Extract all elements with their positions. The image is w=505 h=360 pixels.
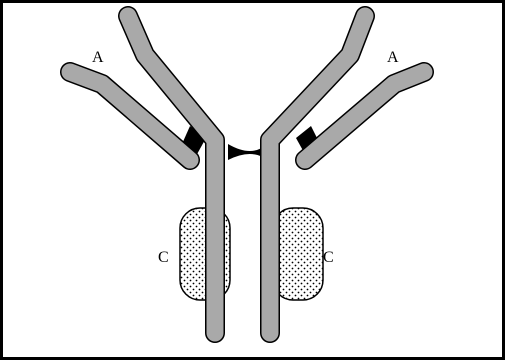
label-light-chain-right: A bbox=[387, 49, 399, 66]
label-constant-region-left: C bbox=[158, 249, 169, 266]
label-light-chain-left: A bbox=[92, 49, 104, 66]
constant-region-right bbox=[273, 208, 323, 300]
label-constant-region-right: C bbox=[323, 249, 334, 266]
